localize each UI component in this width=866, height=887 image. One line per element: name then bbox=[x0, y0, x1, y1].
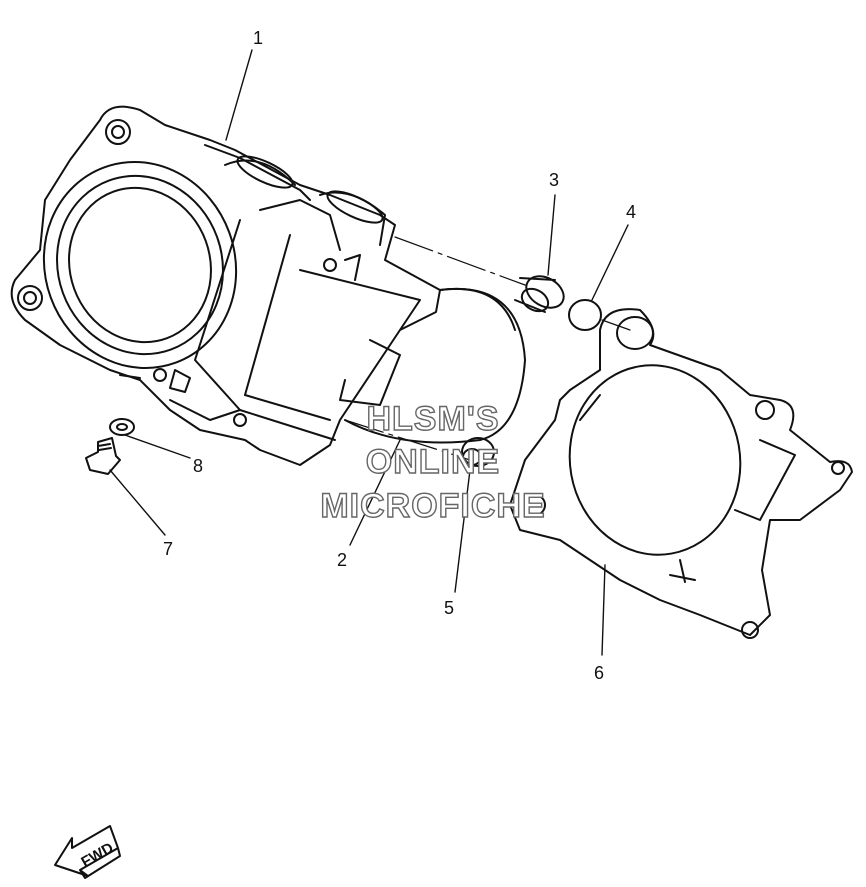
callout-3: 3 bbox=[549, 170, 559, 190]
callout-8: 8 bbox=[193, 456, 203, 476]
bolt-part[interactable] bbox=[85, 437, 121, 475]
callouts: 1 2 3 4 5 6 7 8 bbox=[163, 28, 636, 683]
watermark: HLSM'S ONLINE MICROFICHE bbox=[320, 399, 546, 525]
small-o-ring-part[interactable] bbox=[568, 299, 602, 331]
callout-4: 4 bbox=[626, 202, 636, 222]
forward-arrow-icon: FWD bbox=[54, 825, 121, 879]
watermark-line-3: MICROFICHE bbox=[320, 487, 545, 525]
dowel-pin-part[interactable] bbox=[514, 270, 569, 316]
watermark-line-1: HLSM'S bbox=[366, 400, 499, 438]
callout-7: 7 bbox=[163, 539, 173, 559]
watermark-line-2: ONLINE bbox=[366, 443, 500, 481]
cylinder-part[interactable] bbox=[10, 105, 441, 466]
callout-5: 5 bbox=[444, 598, 454, 618]
cylinder-gasket-part[interactable] bbox=[509, 308, 853, 639]
callout-6: 6 bbox=[594, 663, 604, 683]
small-dowel-part[interactable] bbox=[461, 437, 495, 467]
washer-part[interactable] bbox=[109, 418, 135, 436]
leader-lines bbox=[109, 49, 629, 656]
o-ring-part[interactable] bbox=[344, 287, 526, 444]
callout-2: 2 bbox=[337, 550, 347, 570]
callout-1: 1 bbox=[253, 28, 263, 48]
